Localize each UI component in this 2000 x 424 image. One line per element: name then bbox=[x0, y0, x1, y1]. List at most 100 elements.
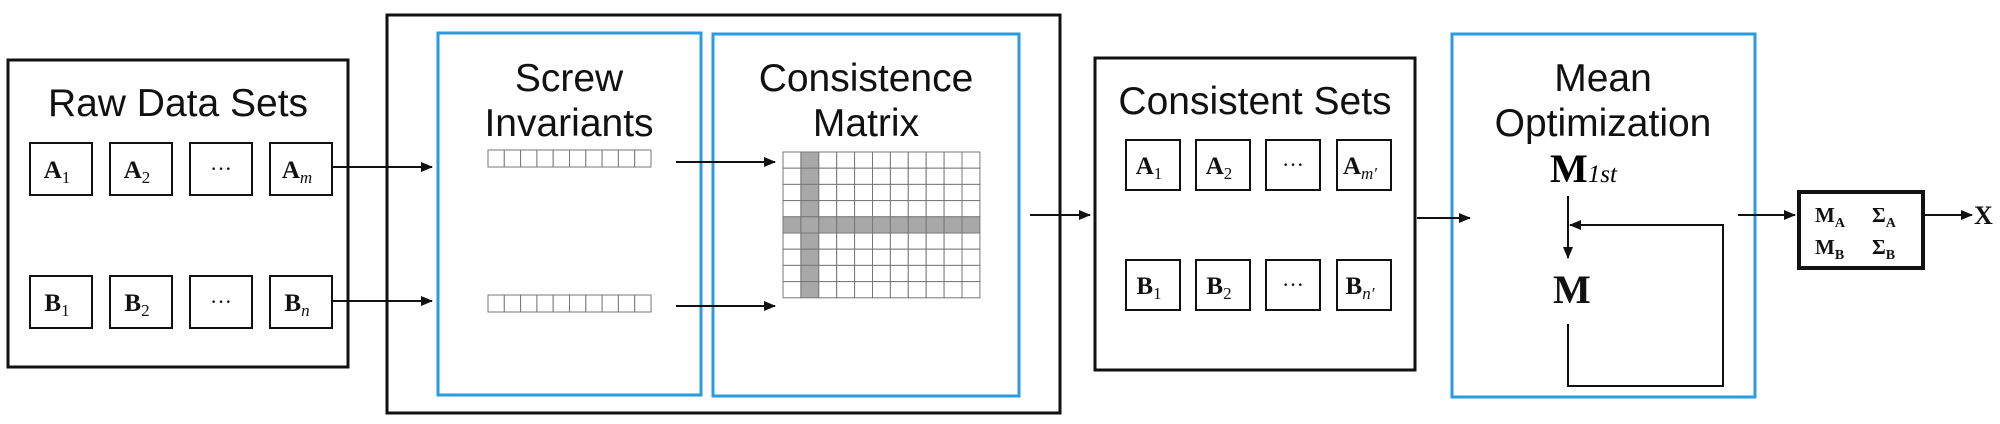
matrix-cell bbox=[943, 281, 963, 299]
vector-cell bbox=[634, 149, 652, 168]
matrix-cell bbox=[925, 167, 945, 185]
vector-cell bbox=[601, 149, 619, 168]
consistent-sets-title: Consistent Sets bbox=[1118, 80, 1391, 123]
matrix-cell bbox=[943, 183, 963, 202]
matrix-cell-shaded bbox=[800, 151, 820, 169]
matrix-cell-shaded bbox=[818, 216, 838, 234]
set-box bbox=[1265, 139, 1321, 191]
matrix-cell bbox=[818, 232, 838, 250]
matrix-cell bbox=[961, 151, 981, 169]
matrix-cell bbox=[943, 264, 963, 283]
matrix-cell bbox=[907, 281, 927, 299]
matrix-cell-shaded bbox=[961, 216, 981, 234]
matrix-cell bbox=[907, 167, 927, 185]
matrix-cell bbox=[889, 151, 909, 169]
matrix-cell bbox=[782, 167, 802, 185]
set-box-label: Bn′ bbox=[1346, 273, 1375, 303]
matrix-cell-shaded bbox=[872, 216, 891, 234]
matrix-cell bbox=[854, 167, 873, 185]
vector-cell bbox=[634, 294, 652, 313]
set-box bbox=[29, 142, 93, 196]
matrix-cell bbox=[818, 264, 838, 283]
screw-invariants-panel: Screw Invariants bbox=[436, 31, 703, 397]
ellipsis-label: ··· bbox=[1282, 152, 1304, 177]
matrix-cell bbox=[889, 281, 909, 299]
set-box-sub: 2 bbox=[1224, 164, 1233, 183]
mb-main: M bbox=[1815, 235, 1835, 259]
matrix-cell-shaded bbox=[889, 216, 909, 234]
set-box bbox=[1195, 259, 1251, 311]
matrix-cell bbox=[782, 248, 802, 266]
matrix-cell-shaded bbox=[854, 216, 873, 234]
matrix-cell-shaded bbox=[800, 264, 820, 283]
invariant-vector-bottom bbox=[487, 294, 652, 313]
mean-optimization-title-line2: Optimization bbox=[1495, 102, 1712, 145]
matrix-cell bbox=[782, 200, 802, 218]
matrix-cell bbox=[889, 232, 909, 250]
sigma-b-label: ΣB bbox=[1872, 235, 1895, 263]
vector-cell bbox=[585, 149, 603, 168]
matrix-cell bbox=[889, 248, 909, 266]
set-box-main: A bbox=[1206, 153, 1224, 180]
set-box-main: B bbox=[284, 290, 301, 317]
mb-label: MB bbox=[1815, 235, 1844, 263]
set-box-sub: 1 bbox=[61, 301, 70, 320]
set-box-label: B1 bbox=[44, 290, 69, 320]
ma-label-text: MA bbox=[1815, 203, 1846, 231]
set-box-sub: 2 bbox=[1223, 284, 1232, 303]
set-box-label: B1 bbox=[1136, 273, 1161, 303]
result-frame bbox=[1797, 190, 1925, 270]
matrix-cell bbox=[925, 248, 945, 266]
matrix-cell bbox=[854, 281, 873, 299]
matrix-cell bbox=[907, 264, 927, 283]
matrix-cell bbox=[782, 281, 802, 299]
matrix-cell bbox=[818, 200, 838, 218]
matrix-cell bbox=[818, 167, 838, 185]
m-final-label: M bbox=[1553, 267, 1591, 312]
matrix-cell bbox=[889, 264, 909, 283]
vector-cell bbox=[617, 149, 636, 168]
matrix-cell bbox=[836, 248, 856, 266]
vector-cell bbox=[536, 149, 554, 168]
vector-cell bbox=[601, 294, 619, 313]
set-box bbox=[1336, 139, 1392, 191]
vector-cell bbox=[617, 294, 636, 313]
vector-cell bbox=[503, 294, 522, 313]
matrix-cell bbox=[872, 151, 891, 169]
set-box-main: B bbox=[1206, 273, 1223, 300]
matrix-cell bbox=[872, 264, 891, 283]
consistent-sets-frame bbox=[1093, 56, 1417, 372]
output-x-label: X bbox=[1974, 201, 1993, 230]
matrix-cell-shaded bbox=[800, 281, 820, 299]
set-box bbox=[189, 142, 253, 196]
vector-cell bbox=[520, 294, 538, 313]
matrix-cell bbox=[943, 167, 963, 185]
set-box-sub: n bbox=[301, 301, 310, 320]
raw-data-sets-title: Raw Data Sets bbox=[48, 82, 308, 125]
set-box bbox=[1125, 259, 1181, 311]
matrix-cell bbox=[961, 264, 981, 283]
matrix-cell bbox=[943, 200, 963, 218]
mean-optimization-title-line1: Mean bbox=[1554, 57, 1652, 100]
m-first-sub: 1st bbox=[1588, 161, 1618, 188]
matrix-cell bbox=[925, 151, 945, 169]
matrix-cell bbox=[925, 183, 945, 202]
consistence-matrix-title-line2: Matrix bbox=[813, 102, 920, 145]
vector-cell bbox=[536, 294, 554, 313]
set-box-main: A bbox=[282, 157, 300, 184]
matrix-cell bbox=[872, 232, 891, 250]
set-box-label: Bn bbox=[284, 290, 309, 320]
matrix-cell bbox=[872, 248, 891, 266]
matrix-cell bbox=[961, 167, 981, 185]
set-box-label: B2 bbox=[124, 290, 149, 320]
matrix-cell bbox=[782, 183, 802, 202]
vector-cell bbox=[552, 149, 571, 168]
matrix-cell bbox=[836, 151, 856, 169]
matrix-cell bbox=[889, 183, 909, 202]
set-box-label: A1 bbox=[1136, 153, 1163, 183]
matrix-cell bbox=[854, 151, 873, 169]
